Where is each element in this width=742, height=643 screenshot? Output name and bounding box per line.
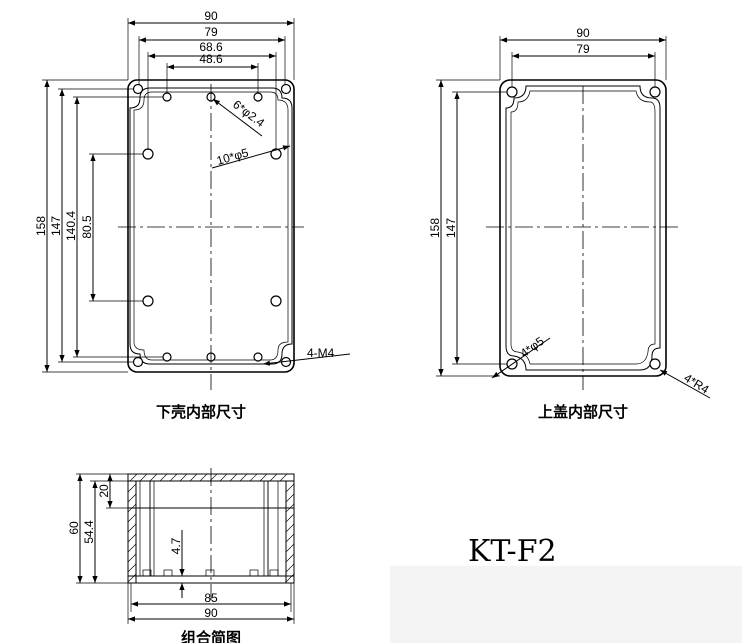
dim-label: 158	[34, 216, 48, 236]
pcb-hole	[142, 295, 154, 307]
pcb-hole	[270, 295, 282, 307]
section-view-caption: 组合简图	[181, 629, 241, 643]
top-cover-view: 90 79 158 147 4*φ5 4*R4 上盖内部尺寸	[428, 26, 712, 421]
hole-callout: 6*φ2.4	[230, 97, 267, 130]
dim-label: 20	[97, 484, 111, 498]
dim-label: 140.4	[64, 211, 78, 241]
dim-label: 79	[204, 25, 218, 39]
corner-hole	[506, 86, 518, 98]
background-block	[390, 566, 742, 643]
radius-callout: 4*R4	[681, 371, 711, 397]
bottom-shell-inner-wall	[129, 87, 293, 365]
dim-label: 54.4	[82, 520, 96, 544]
corner-hole	[280, 83, 292, 95]
mounting-hole	[253, 352, 263, 362]
corner-hole	[132, 356, 144, 368]
top-cover-inner-groove	[505, 85, 661, 371]
dim-label: 4.7	[169, 537, 183, 554]
hole-callout: 4*φ5	[518, 334, 547, 361]
dim-label: 85	[204, 591, 218, 605]
dim-label: 68.6	[199, 40, 223, 54]
mounting-hole	[162, 352, 172, 362]
bottom-shell-groove	[133, 91, 289, 361]
dim-label: 79	[576, 42, 590, 56]
bottom-shell-caption: 下壳内部尺寸	[156, 403, 246, 421]
hole-callout: 10*φ5	[215, 145, 250, 167]
bottom-shell-outline	[127, 79, 295, 373]
corner-hole	[649, 358, 661, 370]
section-view: 60 54.4 20 4.7 85 90 组合简图	[67, 468, 295, 643]
mounting-hole	[162, 92, 172, 102]
top-cover-caption: 上盖内部尺寸	[538, 403, 628, 421]
dim-label: 90	[204, 9, 218, 23]
dim-label: 90	[204, 606, 218, 620]
model-name: KT-F2	[468, 534, 557, 569]
dim-label: 158	[428, 218, 442, 238]
corner-hole	[132, 83, 144, 95]
dim-label: 147	[49, 216, 63, 236]
thread-callout: 4-M4	[307, 346, 335, 360]
top-cover-inner-groove	[510, 90, 656, 365]
dim-label: 80.5	[80, 215, 94, 239]
dim-label: 90	[576, 26, 590, 40]
corner-hole	[649, 86, 661, 98]
dim-label: 48.6	[199, 52, 223, 66]
dim-label: 60	[67, 521, 81, 535]
pcb-hole	[142, 148, 154, 160]
bottom-shell-view: 90 79 68.6 48.6 158 147 140.4 80.5 6*φ2.	[34, 9, 351, 421]
mounting-hole	[253, 92, 263, 102]
dim-label: 147	[444, 218, 458, 238]
